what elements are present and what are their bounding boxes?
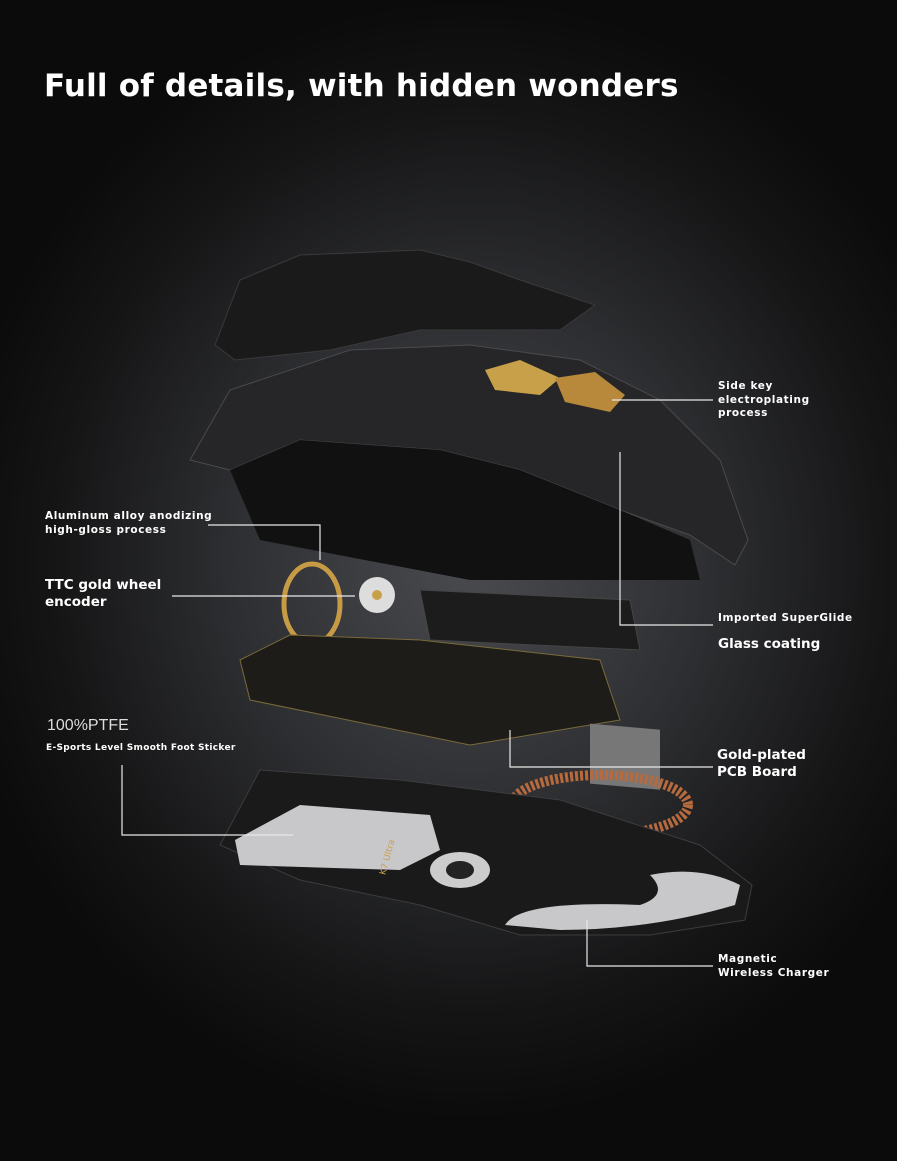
label-line: encoder — [45, 593, 107, 610]
label-glass: Glass coating — [718, 636, 821, 652]
label-ptfe-sub: E-Sports Level Smooth Foot Sticker — [46, 743, 236, 753]
label-line: PCB Board — [717, 763, 797, 780]
label-ptfe: 100%PTFE — [47, 717, 129, 734]
top-shell-cover — [214, 249, 597, 361]
label-line: high-gloss process — [45, 523, 167, 536]
ptfe-foot-front — [235, 805, 440, 870]
label-side-key: Side key electroplating process — [718, 380, 810, 421]
gold-wheel — [281, 561, 343, 647]
gold-side-key-2 — [555, 372, 625, 412]
label-line: Aluminum alloy anodizing — [45, 510, 213, 522]
leader-lines — [121, 399, 713, 967]
label-pcb: Gold-plated PCB Board — [717, 747, 806, 781]
page-title: Full of details, with hidden wonders — [44, 68, 679, 104]
label-line: Wireless Charger — [718, 966, 830, 979]
label-ttc: TTC gold wheel encoder — [45, 577, 161, 611]
label-line: Gold-plated — [717, 747, 806, 763]
label-superglide: Imported SuperGlide — [718, 612, 853, 624]
label-line: electroplating — [718, 393, 810, 406]
label-line: TTC gold wheel — [45, 577, 162, 593]
label-charger: Magnetic Wireless Charger — [718, 953, 829, 980]
label-aluminum: Aluminum alloy anodizing high-gloss proc… — [45, 510, 212, 537]
label-line: Side key — [718, 380, 773, 392]
label-line: Magnetic — [718, 953, 778, 965]
gold-side-key-1 — [485, 360, 560, 395]
label-line: process — [718, 407, 768, 420]
ptfe-foot-back — [505, 871, 740, 930]
pcb-board — [239, 634, 621, 746]
